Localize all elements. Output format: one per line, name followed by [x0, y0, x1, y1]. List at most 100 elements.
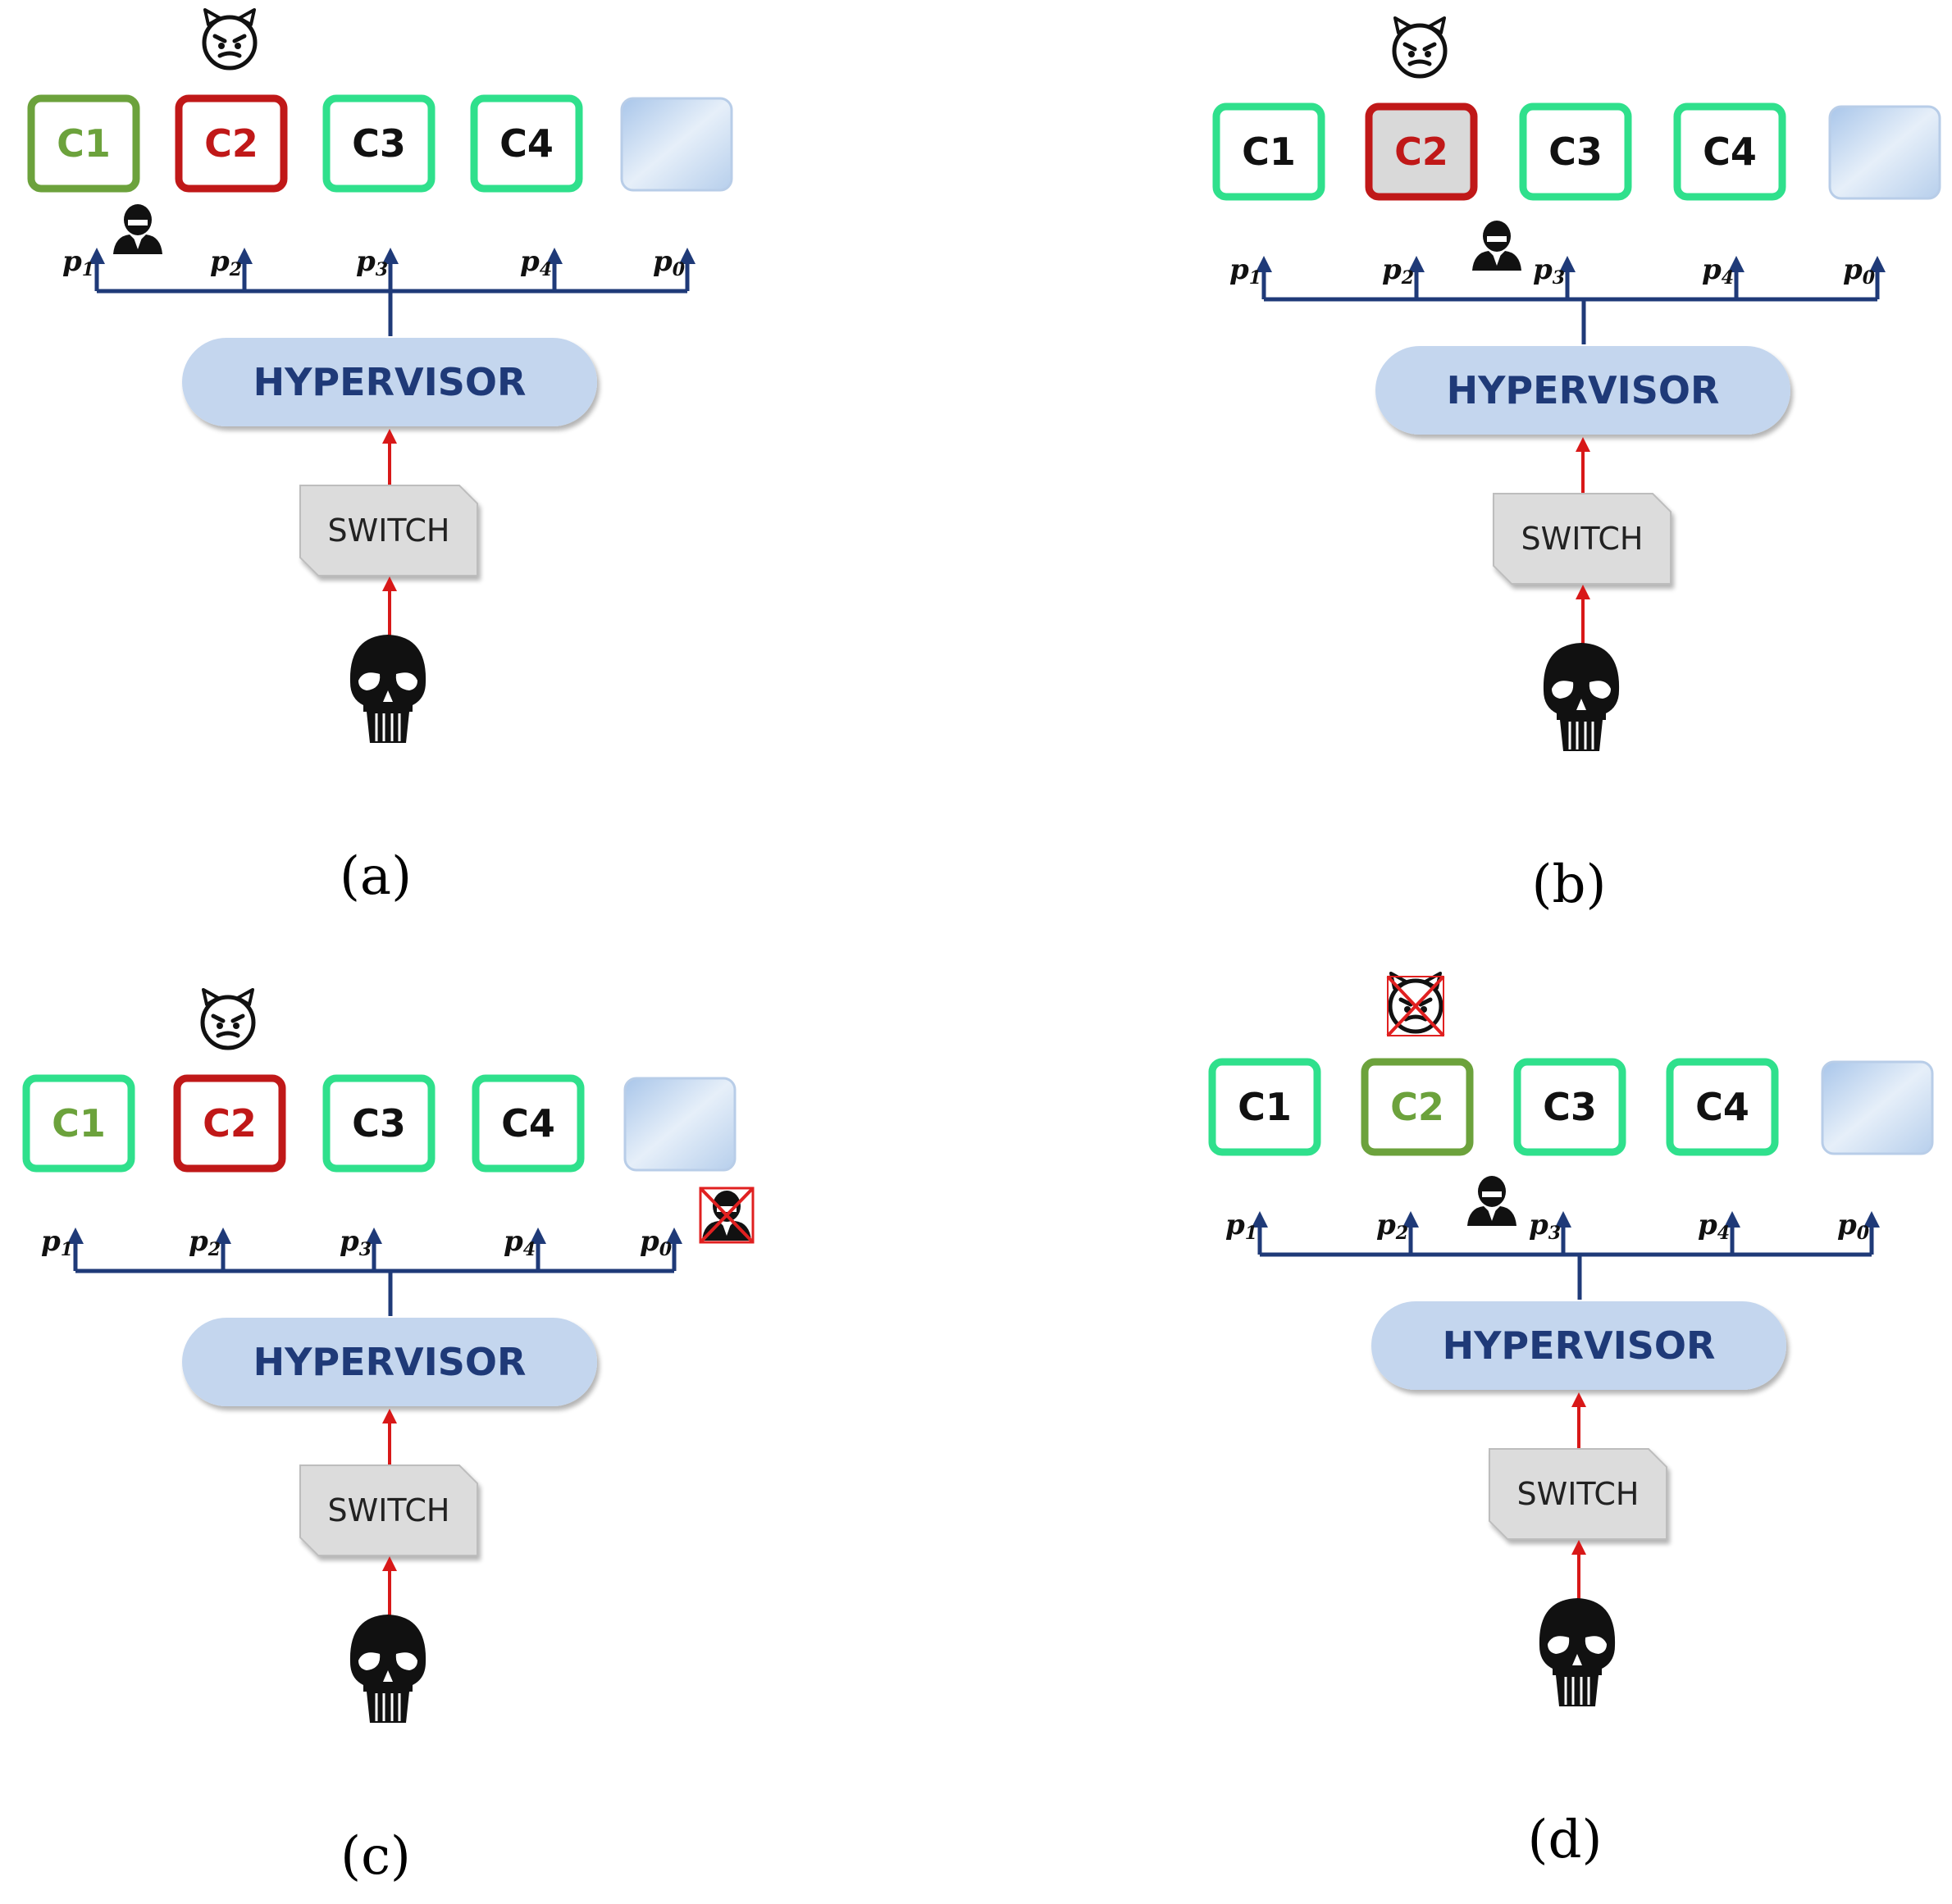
port-label: p1: [1225, 1209, 1257, 1244]
devil-icon: [202, 8, 258, 71]
port-subscript: 3: [376, 259, 388, 280]
container-c4: C4: [1666, 1058, 1779, 1156]
spy-crossed-icon: [699, 1187, 755, 1244]
panel-caption: (a): [340, 846, 412, 907]
port-subscript: 4: [540, 259, 552, 280]
port-letter: p: [62, 245, 82, 278]
empty-slot: [1828, 105, 1941, 200]
devil-icon: [200, 988, 256, 1050]
devil-icon: [1392, 16, 1448, 79]
devil-crossed-icon: [1386, 972, 1445, 1037]
port-subscript: 1: [1249, 267, 1261, 289]
container-label: C3: [352, 1101, 406, 1146]
skull-attacker-icon: [349, 1615, 426, 1723]
container-c4: C4: [472, 1074, 585, 1173]
port-label: p4: [1702, 253, 1734, 289]
container-c4: C4: [1673, 102, 1786, 201]
empty-slot: [1821, 1060, 1934, 1155]
container-label: C4: [1695, 1085, 1749, 1129]
spy-icon: [1467, 1176, 1516, 1226]
port-label: p1: [62, 245, 94, 280]
container-label: C2: [204, 121, 258, 166]
switch-label: SWITCH: [328, 1492, 450, 1528]
container-c3: C3: [322, 1074, 436, 1173]
port-letter: p: [1225, 1209, 1245, 1241]
switch-label: SWITCH: [1517, 1476, 1640, 1512]
port-subscript: 3: [1553, 267, 1565, 289]
skull-attacker-icon: [349, 635, 426, 743]
port-label: p4: [520, 245, 552, 280]
port-subscript: 4: [523, 1239, 536, 1260]
hypervisor-label: HYPERVISOR: [253, 360, 527, 404]
switch-label: SWITCH: [328, 512, 450, 549]
port-letter: p: [41, 1225, 61, 1258]
port-subscript: 2: [1401, 267, 1414, 289]
port-label: p3: [1533, 253, 1565, 289]
port-letter: p: [1376, 1209, 1396, 1241]
port-subscript: 0: [1863, 267, 1876, 289]
spy-icon: [1472, 221, 1521, 271]
panel-caption: (b): [1532, 854, 1607, 915]
port-subscript: 2: [208, 1239, 221, 1260]
port-label: p2: [1382, 253, 1414, 289]
container-label: C4: [501, 1101, 555, 1146]
container-c3: C3: [322, 94, 436, 193]
hypervisor-label: HYPERVISOR: [1447, 368, 1720, 412]
container-c2: C2: [1361, 1058, 1474, 1156]
port-subscript: 3: [1548, 1223, 1561, 1244]
container-label: C2: [1394, 130, 1448, 174]
switch-block: SWITCH: [299, 485, 478, 576]
port-label: p4: [1698, 1209, 1730, 1244]
hypervisor-block: HYPERVISOR: [182, 338, 597, 426]
port-subscript: 0: [673, 259, 686, 280]
container-label: C3: [1548, 130, 1603, 174]
port-subscript: 1: [1245, 1223, 1257, 1244]
port-letter: p: [520, 245, 540, 278]
container-c2: C2: [1365, 102, 1478, 201]
port-letter: p: [1843, 253, 1863, 286]
port-label: p1: [41, 1225, 73, 1260]
port-subscript: 1: [61, 1239, 73, 1260]
port-letter: p: [1382, 253, 1402, 286]
port-letter: p: [1529, 1209, 1548, 1241]
container-c1: C1: [1208, 1058, 1321, 1156]
container-c3: C3: [1519, 102, 1632, 201]
port-subscript: 4: [1717, 1223, 1730, 1244]
hypervisor-block: HYPERVISOR: [182, 1318, 597, 1406]
switch-block: SWITCH: [1489, 1448, 1667, 1540]
panel-caption: (c): [340, 1826, 411, 1887]
port-subscript: 4: [1722, 267, 1734, 289]
container-label: C3: [352, 121, 406, 166]
port-subscript: 0: [1857, 1223, 1870, 1244]
port-label: p0: [1843, 253, 1876, 289]
port-letter: p: [340, 1225, 359, 1258]
empty-slot: [620, 97, 733, 192]
port-label: p0: [640, 1225, 673, 1260]
port-letter: p: [1837, 1209, 1857, 1241]
container-label: C1: [57, 121, 111, 166]
port-label: p0: [653, 245, 686, 280]
switch-block: SWITCH: [299, 1464, 478, 1556]
port-letter: p: [210, 245, 230, 278]
port-label: p2: [1376, 1209, 1408, 1244]
container-label: C1: [1238, 1085, 1292, 1129]
hypervisor-label: HYPERVISOR: [253, 1340, 527, 1384]
port-letter: p: [653, 245, 673, 278]
container-c1: C1: [27, 94, 140, 193]
port-label: p4: [504, 1225, 536, 1260]
hypervisor-block: HYPERVISOR: [1375, 346, 1790, 435]
hypervisor-label: HYPERVISOR: [1443, 1323, 1716, 1368]
skull-attacker-icon: [1543, 643, 1620, 751]
container-c1: C1: [1212, 102, 1325, 201]
port-label: p3: [1529, 1209, 1561, 1244]
port-label: p0: [1837, 1209, 1870, 1244]
container-label: C4: [499, 121, 554, 166]
container-label: C1: [52, 1101, 106, 1146]
port-letter: p: [640, 1225, 659, 1258]
port-label: p2: [189, 1225, 221, 1260]
container-c2: C2: [173, 1074, 286, 1173]
container-c4: C4: [470, 94, 583, 193]
